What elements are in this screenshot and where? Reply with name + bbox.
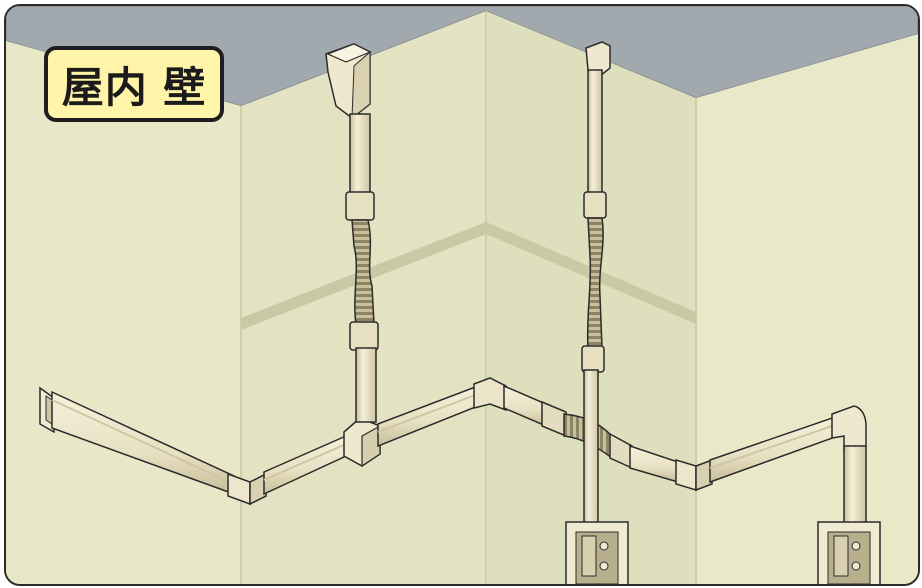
duct-coupling xyxy=(346,192,374,220)
duct-vertical xyxy=(350,114,370,194)
duct-vertical xyxy=(588,70,602,194)
title-badge: 屋内 壁 xyxy=(44,46,224,122)
right-wall xyxy=(696,34,918,584)
duct-coupling xyxy=(350,322,378,350)
title-label: 屋内 壁 xyxy=(62,54,207,115)
left-wall xyxy=(6,41,241,584)
duct-coupling xyxy=(584,192,606,218)
duct-vertical xyxy=(584,370,598,530)
duct-vertical xyxy=(356,348,376,422)
duct-vertical xyxy=(844,446,866,526)
outlet-box xyxy=(566,522,628,584)
duct-coupling xyxy=(582,346,604,372)
outlet-box xyxy=(818,522,880,584)
illustration-frame: 屋内 壁 xyxy=(4,4,920,586)
